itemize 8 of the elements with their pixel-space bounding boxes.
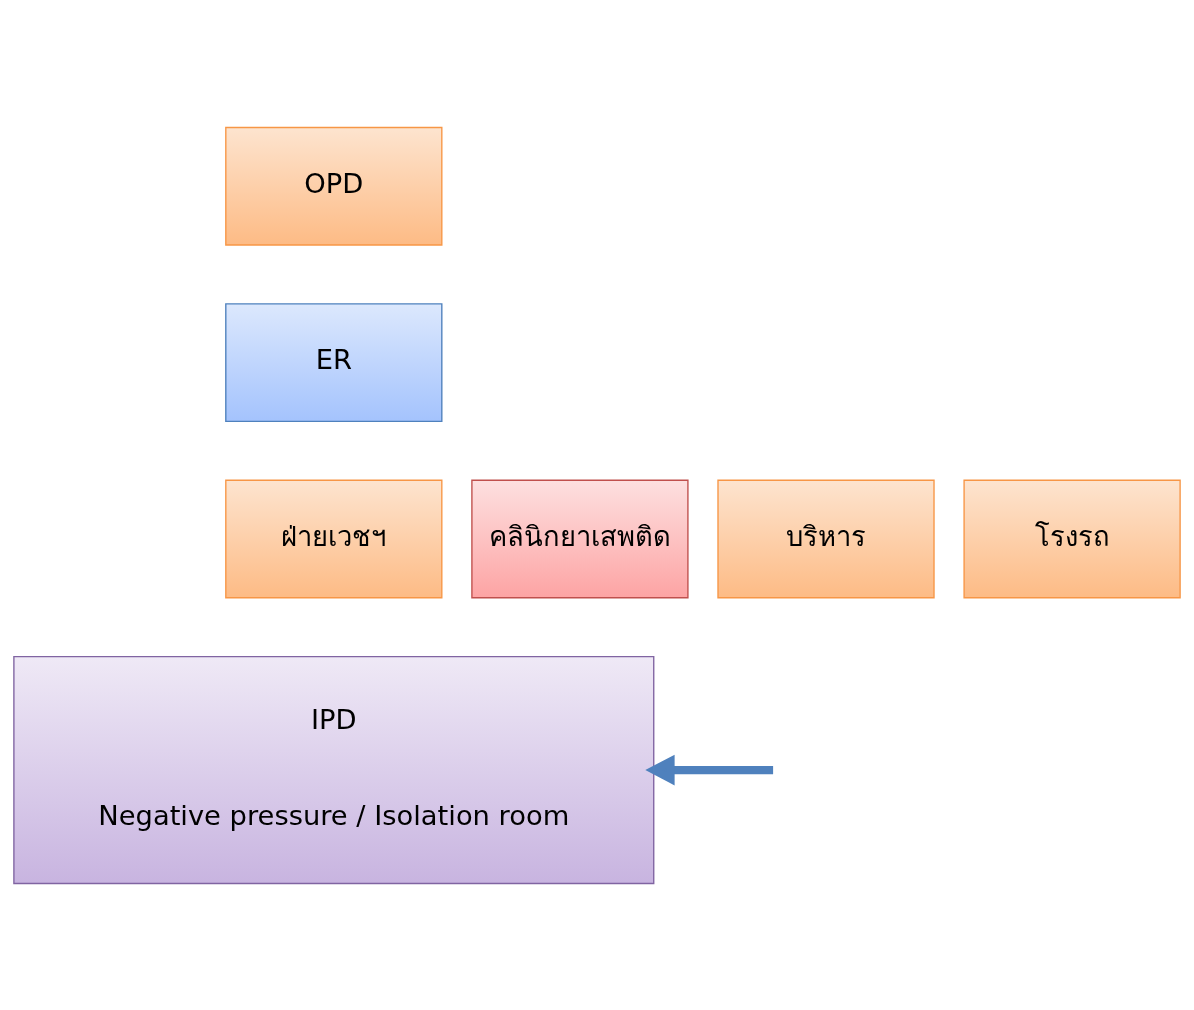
node-box: ER: [225, 302, 443, 422]
node-box: IPD Negative pressure / Isolation room: [13, 655, 655, 884]
node-box: OPD: [225, 126, 443, 246]
node-box: คลินิกยาเสพติด: [471, 479, 689, 598]
node-box: ฝ่ายเวชฯ: [225, 479, 443, 598]
node-box: โรงรถ: [963, 479, 1181, 598]
arrow: [645, 754, 774, 785]
node-box: บริหาร: [717, 479, 935, 598]
